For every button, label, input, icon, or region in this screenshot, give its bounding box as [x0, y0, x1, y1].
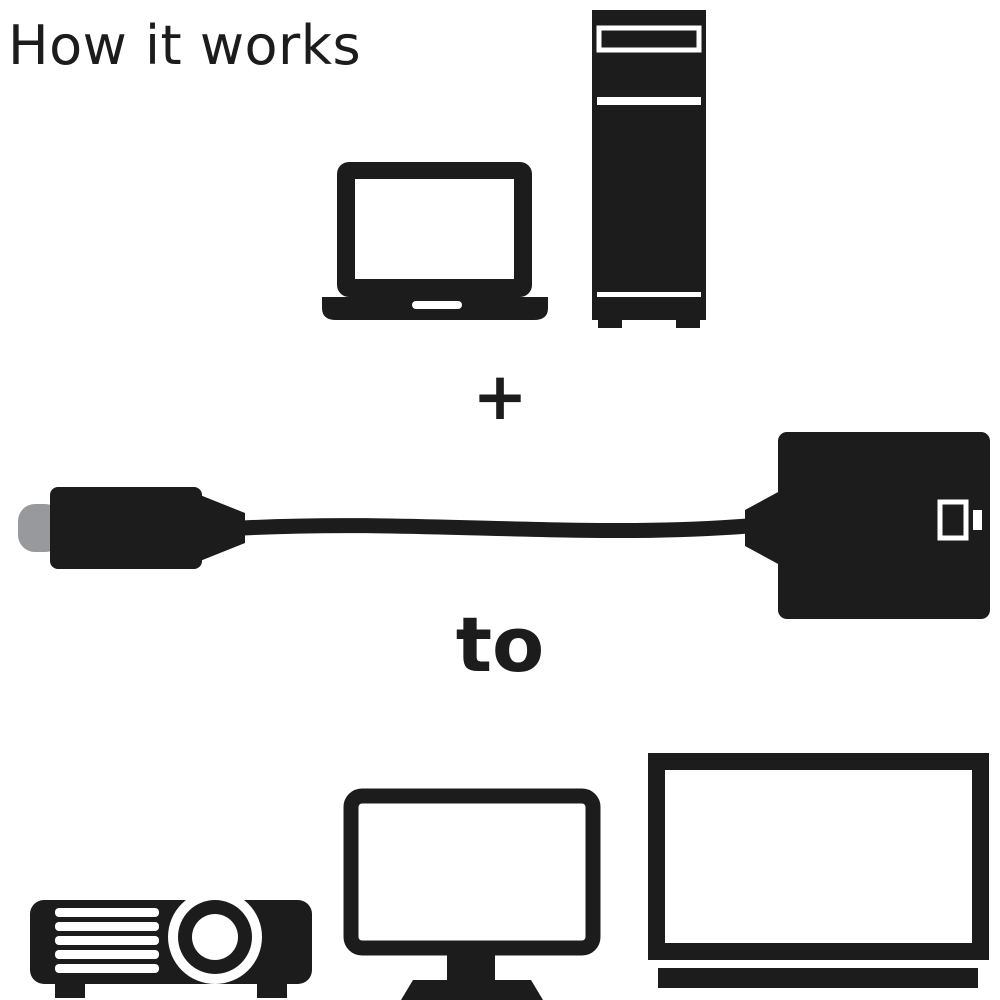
tv-icon	[645, 750, 992, 992]
to-label: to	[455, 600, 545, 689]
tower-foot-right	[676, 320, 700, 328]
monitor-screen-frame	[343, 788, 601, 956]
display-glyph-bar	[973, 510, 982, 530]
usb-c-plug-icon	[18, 487, 245, 569]
monitor-icon	[343, 788, 601, 1000]
laptop-graphic	[322, 162, 548, 320]
vent-bar	[55, 964, 159, 973]
usb-c-strain-relief	[200, 495, 245, 561]
projector-icon	[25, 892, 317, 1000]
tv-stand-bar	[658, 968, 978, 988]
tower-drive-slot	[596, 25, 702, 53]
vent-bar	[55, 922, 159, 931]
laptop-icon	[322, 162, 548, 320]
monitor-graphic	[343, 788, 601, 1000]
tv-screen	[665, 770, 972, 943]
display-glyph-icon	[937, 499, 982, 541]
vent-bar	[55, 936, 159, 945]
tv-graphic	[648, 753, 989, 988]
desktop-tower-graphic	[592, 10, 706, 328]
usb-c-body	[50, 487, 202, 569]
laptop-trackpad-notch	[412, 301, 462, 309]
projector-foot-left	[55, 983, 85, 998]
vent-bar	[55, 950, 159, 959]
projector-lens-glass	[192, 914, 238, 960]
vent-bar	[55, 908, 159, 917]
monitor-stand-base	[401, 980, 543, 1000]
tower-body	[592, 10, 706, 320]
tower-divider-line	[597, 97, 701, 105]
laptop-screen	[355, 179, 514, 279]
projector-vent-grille	[55, 908, 159, 973]
adapter-cable	[235, 518, 756, 539]
adapter-graphic	[18, 432, 990, 619]
vga-housing-body	[778, 432, 990, 619]
page-title: How it works	[8, 14, 362, 77]
vga-housing-icon	[745, 432, 990, 619]
display-glyph-screen	[937, 499, 969, 541]
tower-foot-left	[598, 320, 622, 328]
plus-symbol: +	[472, 358, 528, 435]
housing-strain-relief	[745, 491, 780, 565]
desktop-tower-icon	[592, 10, 706, 328]
monitor-stand-neck	[447, 952, 495, 980]
projector-graphic	[30, 892, 312, 998]
projector-foot-right	[257, 983, 287, 998]
usbc-to-vga-adapter-image	[0, 425, 1000, 625]
tower-bottom-line	[597, 292, 701, 297]
